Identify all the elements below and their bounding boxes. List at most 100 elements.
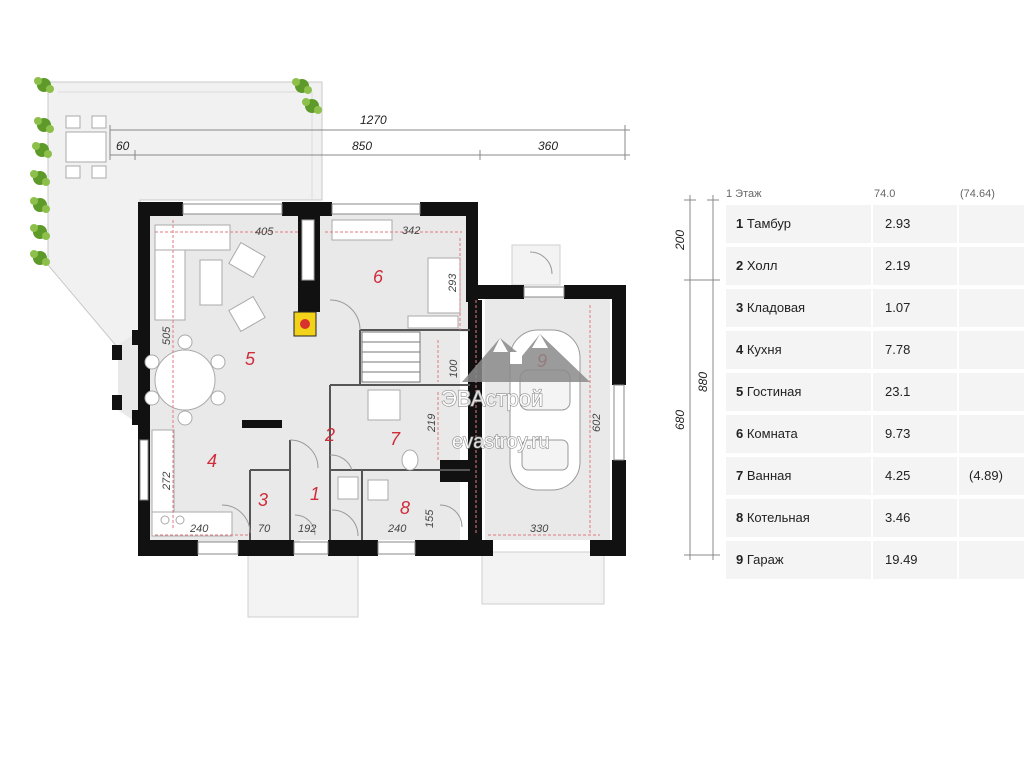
room-area-extra-cell [959,415,1024,453]
room-label-8: 8 [400,498,410,518]
room-label-6: 6 [373,267,384,287]
room-area-cell: 23.1 [873,373,957,411]
room-name-cell: 8 Котельная [726,499,871,537]
room-name: Холл [746,258,778,273]
header-area-total: (74.64) [960,188,995,200]
dim-240b: 240 [387,523,407,535]
table-row: 5 Гостиная 23.1 [718,373,1024,411]
room-label-2: 2 [324,425,335,445]
watermark-logo: ЭВАстрой evastroy.ru [440,334,590,454]
room-name: Котельная [746,510,810,525]
room-name-cell: 5 Гостиная [726,373,871,411]
room-label-5: 5 [245,349,256,369]
dim-terrace: 60 [116,139,130,153]
room-number: 7 [736,468,744,483]
bathroom-fixtures [337,389,419,501]
room-label-4: 4 [207,451,217,471]
room-name-cell: 3 Кладовая [726,289,871,327]
room-name: Кухня [746,342,782,357]
terrace [47,81,323,349]
table-row: 4 Кухня 7.78 [718,331,1024,369]
dim-272: 272 [161,472,173,491]
room-area: 7.78 [885,342,911,357]
header-area: 74.0 [874,188,896,200]
room-label-7: 7 [390,429,401,449]
dim-192: 192 [298,523,316,535]
dim-main: 850 [352,139,372,153]
header-floor: 1 Этаж [726,188,762,200]
room-name-cell: 1 Тамбур [726,205,871,243]
dim-100: 100 [448,359,460,378]
room-name: Гараж [746,552,784,567]
room-area: 4.25 [885,468,911,483]
dim-219: 219 [426,414,438,433]
dim-330: 330 [530,523,549,535]
watermark-brand: ЭВАстрой [441,386,543,411]
room-area: 19.49 [885,552,918,567]
dim-side-680: 680 [673,410,687,430]
dim-side-880: 880 [696,372,710,392]
dim-garage: 360 [538,139,558,153]
windows [139,203,625,555]
plant-icons [30,77,322,266]
terrace-table [65,115,107,179]
room-area-cell: 2.93 [873,205,957,243]
entrance-porch [247,551,359,618]
stairs [361,331,421,383]
room-area-extra-cell [959,205,1024,243]
room6-furniture [331,219,461,329]
dining-table-icon [144,334,226,426]
room-area-cell: 1.07 [873,289,957,327]
room-area-extra-cell [959,289,1024,327]
room-label-3: 3 [258,490,268,510]
room-area-extra-cell [959,499,1024,537]
room-number: 1 [736,216,744,231]
room-number: 8 [736,510,744,525]
room-area-extra-cell [959,331,1024,369]
room-name: Комната [746,426,798,441]
room-area-cell: 2.19 [873,247,957,285]
room-dimension-lines [155,220,600,536]
room-number: 3 [736,300,744,315]
area-table-header: 1 Этаж 74.0 (74.64) [718,185,1024,205]
dim-240a: 240 [189,523,209,535]
room-name: Кладовая [746,300,806,315]
room-area: 2.19 [885,258,911,273]
room-area-cell: 7.78 [873,331,957,369]
room-number: 4 [736,342,744,357]
room-number: 6 [736,426,744,441]
room-name: Гостиная [746,384,802,399]
dim-293: 293 [447,273,459,293]
room-name: Тамбур [746,216,791,231]
room-label-1: 1 [310,484,320,504]
dim-342: 342 [402,225,420,237]
dim-155: 155 [424,509,436,528]
room-name-cell: 6 Комната [726,415,871,453]
room-area: 9.73 [885,426,911,441]
room-area: 2.93 [885,216,911,231]
living-furniture [154,219,315,333]
fire-icon [300,319,310,329]
room-area-extra-cell [959,247,1024,285]
side-dimensions [684,195,720,560]
table-row: 3 Кладовая 1.07 [718,289,1024,327]
room-area: 3.46 [885,510,911,525]
room-name-cell: 7 Ванная [726,457,871,495]
room-name-cell: 4 Кухня [726,331,871,369]
room-area: 1.07 [885,300,911,315]
room-area: 23.1 [885,384,911,399]
room-name-cell: 9 Гараж [726,541,871,579]
room-area-extra-cell [959,373,1024,411]
dim-70: 70 [258,523,271,535]
room-area-cell: 9.73 [873,415,957,453]
garage-apron [481,551,605,605]
table-row: 1 Тамбур 2.93 [718,205,1024,243]
watermark-site: evastroy.ru [452,431,549,453]
dim-405: 405 [255,226,274,238]
room-area-cell: 19.49 [873,541,957,579]
room-number: 5 [736,384,744,399]
